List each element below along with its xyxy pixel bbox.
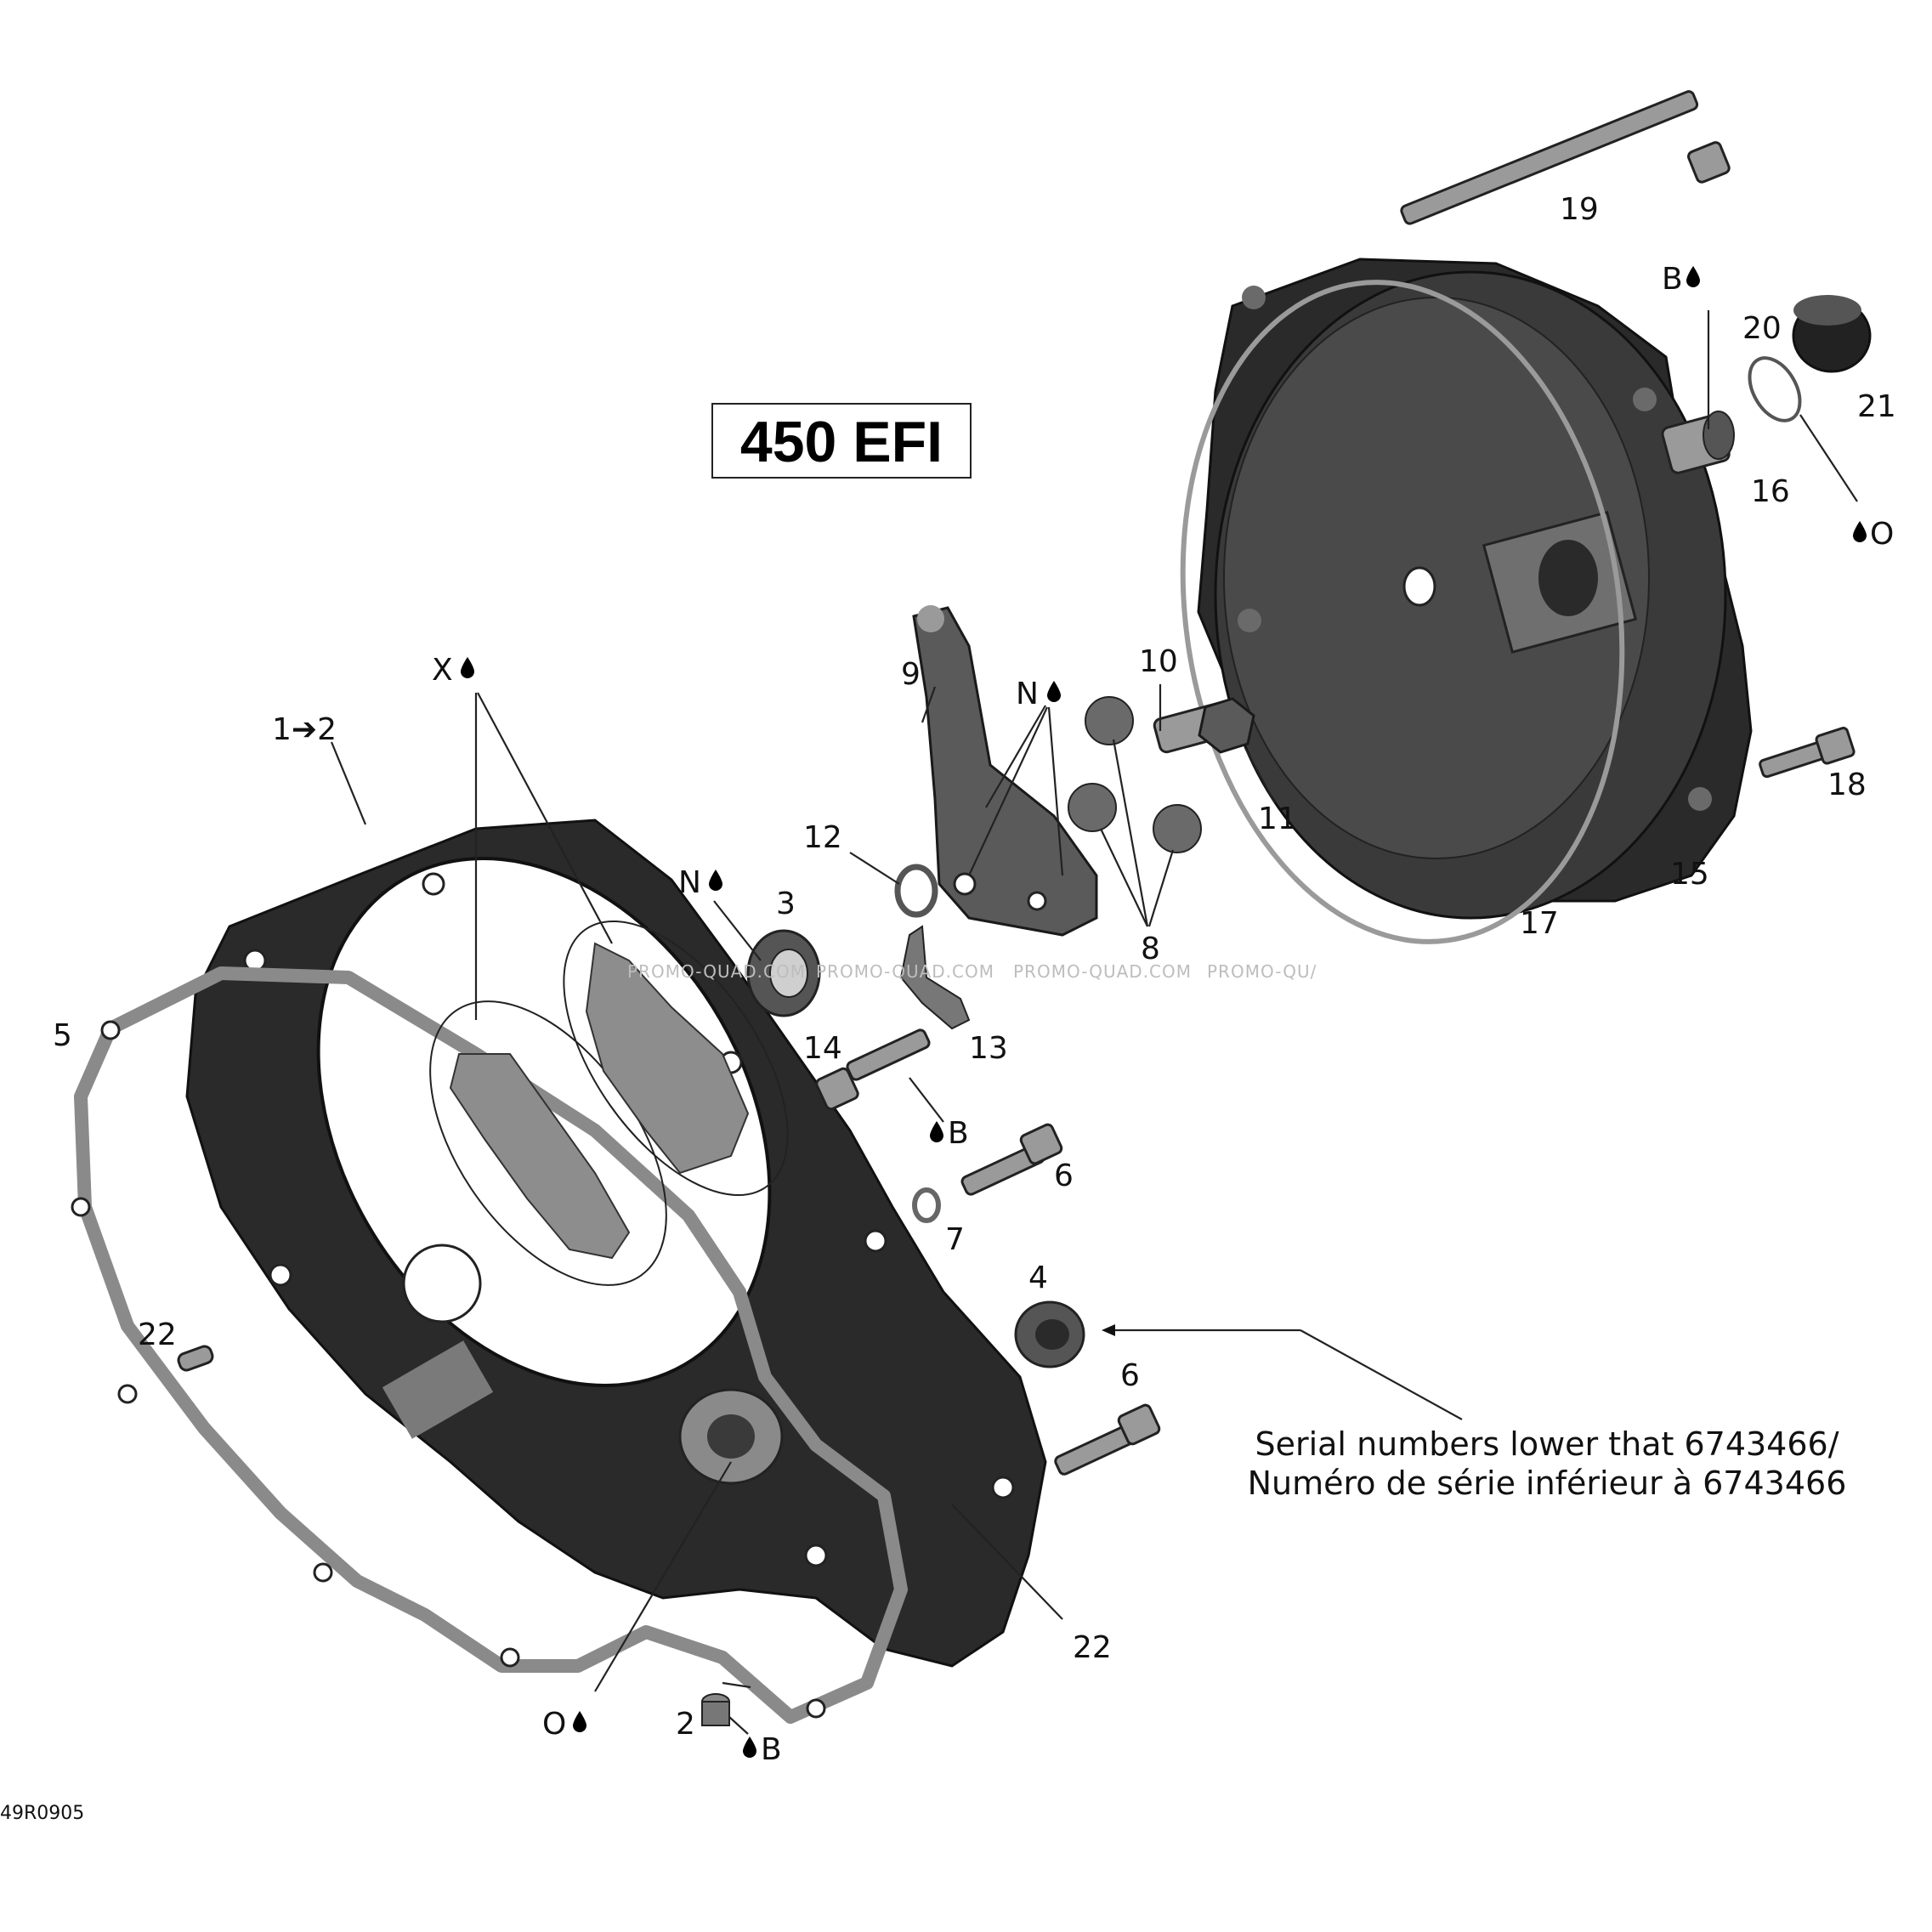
washer-part-7 [912, 1187, 941, 1223]
bolt-part-19 [1400, 90, 1731, 225]
callout-6-upper: 6 [1054, 1159, 1074, 1193]
bolt-part-6-upper [960, 1123, 1063, 1196]
cover-gasket-detail [585, 942, 750, 1175]
callout-21: 21 [1857, 389, 1896, 424]
washer-part-12 [894, 864, 938, 918]
oil-passage-detail [449, 1053, 631, 1260]
oil-drop-icon [1686, 266, 1700, 287]
lube-tag-n-left: N [678, 865, 701, 900]
model-title: 450 EFI [740, 410, 943, 474]
model-title-box: 450 EFI [711, 403, 972, 479]
lube-tag-b-14: B [948, 1116, 969, 1151]
lever-part-9 [912, 605, 1098, 937]
bolt-part-14 [815, 1028, 931, 1111]
callout-22-left: 22 [138, 1317, 177, 1352]
nut-part-11 [1198, 697, 1255, 754]
plug-part-2 [701, 1693, 730, 1726]
bushing-part-16 [1661, 411, 1735, 474]
oil-drop-icon [743, 1737, 756, 1758]
watermark-3: PROMO-QUAD.COM [1013, 961, 1192, 982]
oil-drop-icon [1047, 681, 1061, 702]
ball-part-8a [1085, 696, 1134, 745]
oil-drop-icon [1853, 521, 1867, 542]
callout-18: 18 [1827, 768, 1867, 802]
callout-3: 3 [776, 887, 796, 921]
lube-tag-o-20: O [1870, 517, 1894, 552]
figure-code: 49R0905 [0, 1803, 84, 1824]
callout-4: 4 [1028, 1261, 1048, 1295]
callout-7: 7 [945, 1222, 965, 1257]
callout-2: 2 [676, 1707, 695, 1742]
oil-drop-icon [709, 870, 722, 891]
oil-drop-icon [930, 1121, 943, 1142]
oil-drop-icon [461, 657, 474, 678]
callout-6-lower: 6 [1120, 1358, 1140, 1393]
ball-part-8c [1153, 804, 1202, 853]
clip-part-13 [899, 925, 971, 1030]
serial-note-line-2: Numéro de série inférieur à 6743466 [1248, 1465, 1847, 1502]
callout-19: 19 [1560, 192, 1599, 227]
watermark-4: PROMO-QU/ [1207, 961, 1317, 982]
ball-part-8b [1068, 783, 1117, 832]
lube-tag-b-bottom: B [761, 1732, 782, 1767]
detail-ellipse-right [563, 920, 789, 1197]
callout-9: 9 [901, 657, 921, 692]
bolt-part-6-lower [1054, 1403, 1161, 1476]
lube-tag-o-bottom: O [542, 1707, 566, 1742]
callout-22-right: 22 [1073, 1630, 1112, 1665]
callout-15: 15 [1670, 857, 1709, 892]
callout-1-2: 1➔2 [272, 712, 337, 747]
seal-part-3 [746, 929, 821, 1017]
bolt-part-18 [1759, 727, 1856, 779]
callout-10: 10 [1139, 644, 1178, 679]
watermark-row: PROMO-QUAD.COM PROMO-QUAD.COM PROMO-QUAD… [627, 961, 1317, 982]
callout-12: 12 [803, 820, 842, 855]
o-ring-part-17 [1180, 280, 1625, 944]
gasket-part-5 [71, 966, 908, 1724]
callout-17: 17 [1520, 906, 1559, 941]
lube-tag-n-mid: N [1016, 677, 1039, 711]
callout-labels: 1➔2 2 3 4 5 6 6 7 8 9 10 11 12 13 14 15 … [53, 192, 1896, 1742]
plug-part-4 [1014, 1300, 1085, 1368]
serial-note-line-1: Serial numbers lower that 6743466/ [1255, 1425, 1839, 1463]
lubricant-tags: X N N B B O O B [432, 262, 1894, 1767]
plug-part-21 [1792, 295, 1872, 373]
callout-16: 16 [1751, 474, 1790, 509]
watermark-2: PROMO-QUAD.COM [816, 961, 994, 982]
callout-5: 5 [53, 1018, 72, 1053]
oil-drop-icon [573, 1711, 586, 1732]
leader-lines [330, 310, 1858, 1735]
lube-tag-b-16: B [1662, 262, 1683, 297]
watermark-1: PROMO-QUAD.COM [627, 961, 806, 982]
ring-part-20 [1748, 356, 1802, 422]
serial-number-note: Serial numbers lower that 6743466/ Numér… [1248, 1425, 1847, 1502]
callout-20: 20 [1742, 311, 1782, 346]
callout-14: 14 [803, 1031, 842, 1066]
lube-tag-x: X [432, 653, 453, 688]
callout-13: 13 [969, 1031, 1008, 1066]
callout-11: 11 [1258, 802, 1297, 836]
callout-8: 8 [1141, 932, 1160, 966]
dowel-part-22-left [177, 1345, 214, 1372]
